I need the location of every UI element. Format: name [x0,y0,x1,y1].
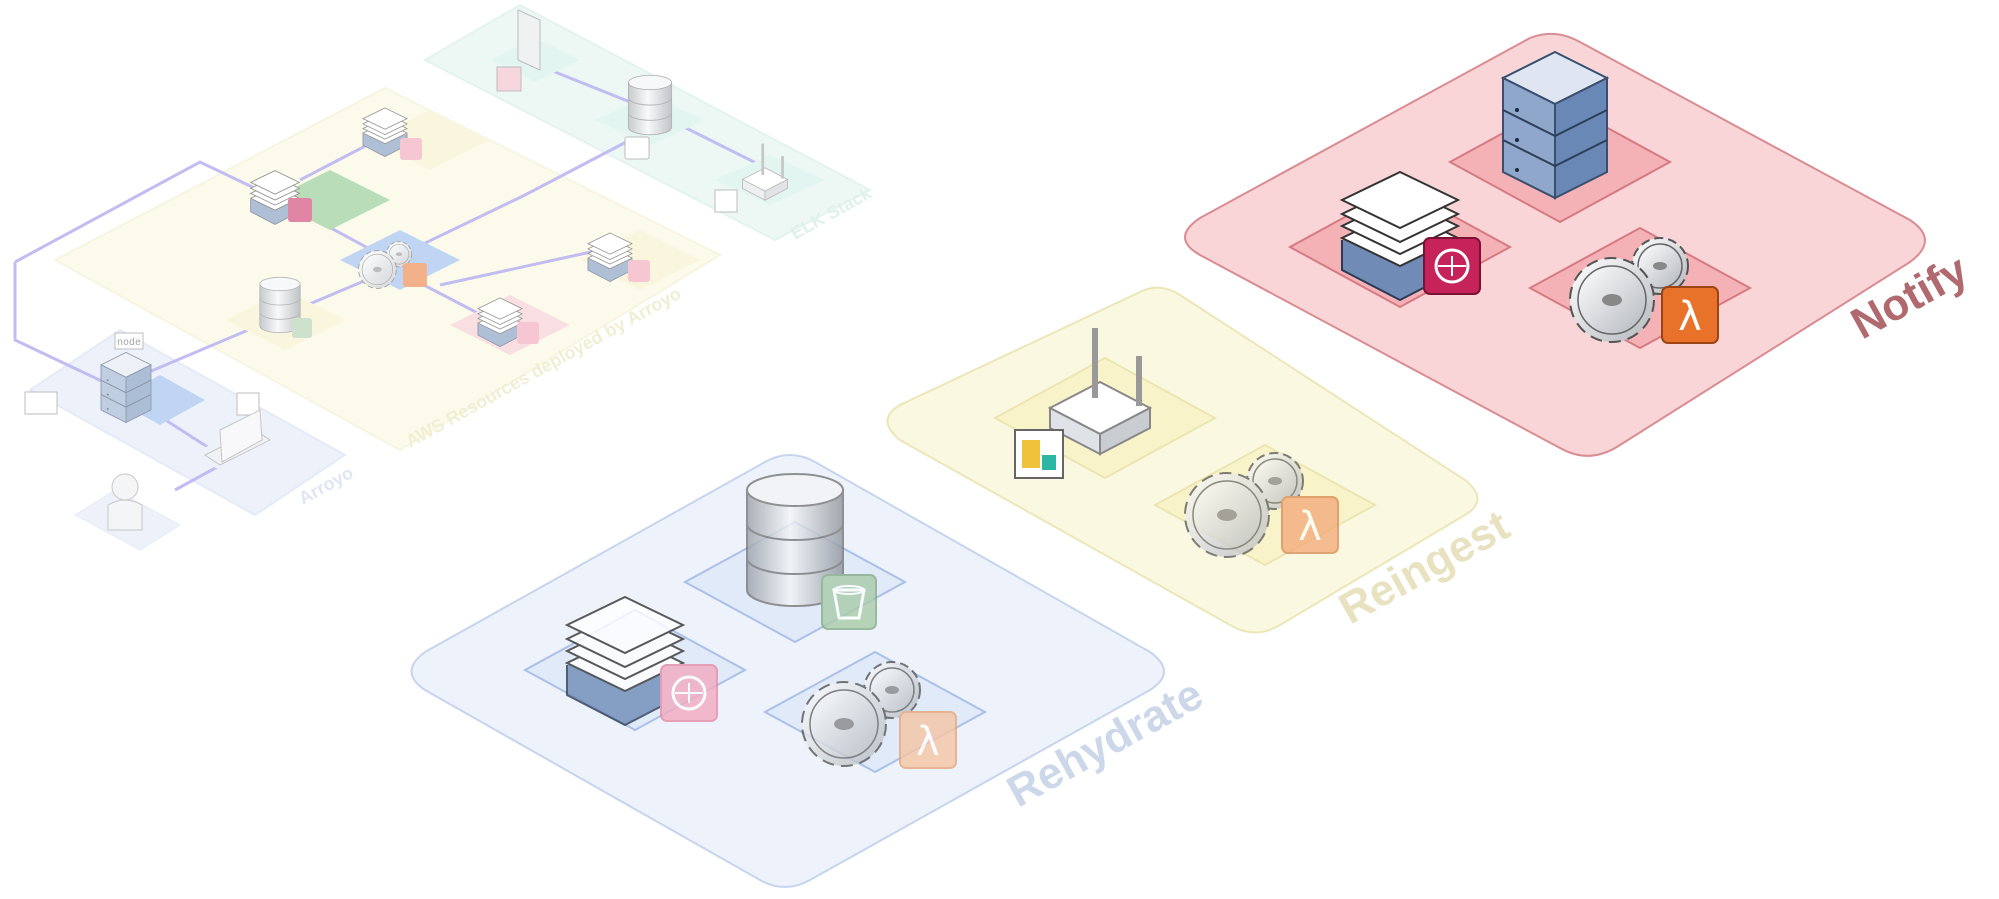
lambda-glyph: λ [1298,504,1322,550]
node-badge: node [117,337,141,349]
lambda-icon: λ [1661,286,1719,344]
group-notify: λ Notify [1184,32,1976,457]
group-rehydrate: λ Rehydrate [410,454,1211,888]
rehydrate-region [410,454,1165,888]
lambda-icon: λ [1281,496,1339,554]
document-icon [496,9,541,92]
notify-region [1184,32,1926,457]
faded-overview: node AWS Resources deployed by Arroyo EL… [13,3,876,551]
sqs-icon [660,664,718,722]
lambda-glyph: λ [1678,294,1702,340]
sqs-icon [1423,237,1481,295]
lambda-glyph: λ [916,719,940,765]
lambda-icon: λ [899,711,957,769]
user-icon [107,473,143,531]
bucket-icon [821,574,877,630]
laptop-icon [204,409,271,466]
server-icon [1502,51,1608,199]
kibana-icon [1014,429,1064,479]
